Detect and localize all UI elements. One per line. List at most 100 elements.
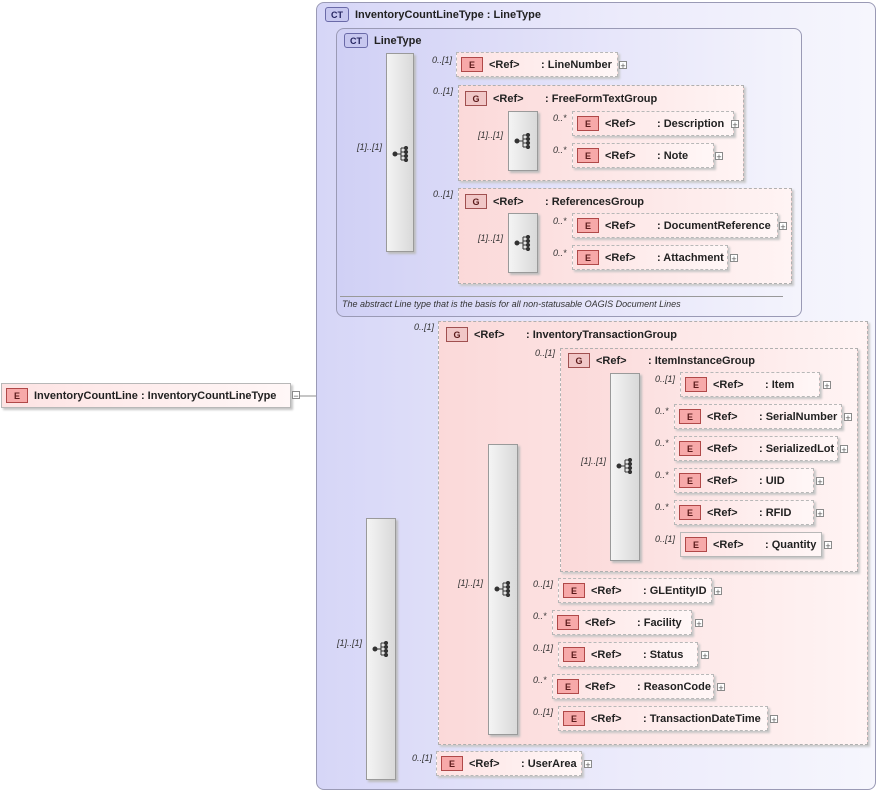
- element-status[interactable]: E <Ref> : Status: [558, 642, 698, 667]
- ref-label: <Ref>: [585, 616, 616, 629]
- element-name: : Description: [657, 117, 725, 130]
- item-cardinality: 0..[1]: [655, 374, 676, 384]
- element-badge: E: [557, 679, 579, 694]
- iteminstance-cardinality: 0..[1]: [535, 348, 556, 358]
- ref-label: <Ref>: [591, 648, 622, 661]
- ref-label: <Ref>: [713, 538, 744, 551]
- element-badge: E: [679, 441, 701, 456]
- group-badge: G: [465, 91, 487, 106]
- complex-type-badge: CT: [344, 33, 368, 48]
- freeform-seq-cardinality: [1]..[1]: [478, 130, 504, 140]
- element-glentityid[interactable]: E <Ref> : GLEntityID: [558, 578, 712, 603]
- element-uid[interactable]: E <Ref> : UID: [674, 468, 814, 493]
- element-name: : Status: [643, 648, 684, 661]
- freeform-cardinality: 0..[1]: [433, 86, 454, 96]
- element-name: : UserArea: [521, 757, 577, 770]
- element-description[interactable]: E <Ref> : Description: [572, 111, 734, 136]
- ref-label: <Ref>: [605, 149, 636, 162]
- element-reasoncode[interactable]: E <Ref> : ReasonCode: [552, 674, 714, 699]
- element-name: : LineNumber: [541, 58, 612, 71]
- element-name: : TransactionDateTime: [643, 712, 761, 725]
- group-name: : ReferencesGroup: [545, 195, 645, 208]
- element-name: : Note: [657, 149, 689, 162]
- transactiondatetime-cardinality: 0..[1]: [533, 707, 554, 717]
- expand-plus-icon[interactable]: +: [844, 413, 852, 423]
- collapse-minus-icon[interactable]: −: [292, 391, 300, 401]
- element-rfid[interactable]: E <Ref> : RFID: [674, 500, 814, 525]
- group-badge: G: [446, 327, 468, 342]
- element-transactiondatetime[interactable]: E <Ref> : TransactionDateTime: [558, 706, 768, 731]
- element-name: : Attachment: [657, 251, 724, 264]
- iteminstance-group-title[interactable]: G <Ref> : ItemInstanceGroup: [564, 353, 755, 368]
- linetype-annotation: The abstract Line type that is the basis…: [342, 299, 681, 309]
- element-item[interactable]: E <Ref> : Item: [680, 372, 820, 397]
- serializedlot-cardinality: 0..*: [655, 438, 669, 448]
- root-element-inventorycountline[interactable]: E InventoryCountLine : InventoryCountLin…: [1, 383, 291, 408]
- main-seq-cardinality: [1]..[1]: [337, 638, 363, 648]
- element-name: : Item: [765, 378, 795, 391]
- description-cardinality: 0..*: [553, 113, 567, 123]
- expand-plus-icon[interactable]: +: [701, 651, 709, 661]
- references-group-title[interactable]: G <Ref> : ReferencesGroup: [461, 194, 644, 209]
- invtxn-cardinality: 0..[1]: [414, 322, 435, 332]
- element-serialnumber[interactable]: E <Ref> : SerialNumber: [674, 404, 842, 429]
- sequence-compositor-icon: [514, 132, 532, 152]
- documentreference-cardinality: 0..*: [553, 216, 567, 226]
- group-name: : FreeFormTextGroup: [545, 92, 658, 105]
- expand-plus-icon[interactable]: +: [816, 477, 824, 487]
- expand-plus-icon[interactable]: +: [731, 120, 739, 130]
- ref-label: <Ref>: [474, 328, 505, 341]
- linetype-title: CT LineType: [340, 33, 421, 48]
- sequence-compositor-icon: [514, 234, 532, 254]
- element-documentreference[interactable]: E <Ref> : DocumentReference: [572, 213, 778, 238]
- element-userarea[interactable]: E <Ref> : UserArea: [436, 751, 582, 776]
- expand-plus-icon[interactable]: +: [730, 254, 738, 264]
- element-facility[interactable]: E <Ref> : Facility: [552, 610, 692, 635]
- element-attachment[interactable]: E <Ref> : Attachment: [572, 245, 728, 270]
- sequence-compositor-icon: [372, 640, 390, 660]
- ref-label: <Ref>: [585, 680, 616, 693]
- element-note[interactable]: E <Ref> : Note: [572, 143, 714, 168]
- expand-plus-icon[interactable]: +: [714, 587, 722, 597]
- invtxn-group-title[interactable]: G <Ref> : InventoryTransactionGroup: [442, 327, 677, 342]
- ref-label: <Ref>: [493, 195, 524, 208]
- expand-plus-icon[interactable]: +: [717, 683, 725, 693]
- element-serializedlot[interactable]: E <Ref> : SerializedLot: [674, 436, 838, 461]
- ref-label: <Ref>: [591, 584, 622, 597]
- expand-plus-icon[interactable]: +: [840, 445, 848, 455]
- group-name: : InventoryTransactionGroup: [526, 328, 677, 341]
- ref-label: <Ref>: [605, 251, 636, 264]
- element-badge: E: [685, 537, 707, 552]
- expand-plus-icon[interactable]: +: [824, 541, 832, 551]
- references-seq-cardinality: [1]..[1]: [478, 233, 504, 243]
- expand-plus-icon[interactable]: +: [770, 715, 778, 725]
- ref-label: <Ref>: [469, 757, 500, 770]
- ref-label: <Ref>: [605, 117, 636, 130]
- complex-type-badge: CT: [325, 7, 349, 22]
- quantity-cardinality: 0..[1]: [655, 534, 676, 544]
- references-cardinality: 0..[1]: [433, 189, 454, 199]
- element-badge: E: [557, 615, 579, 630]
- freeform-group-title[interactable]: G <Ref> : FreeFormTextGroup: [461, 91, 657, 106]
- glentityid-cardinality: 0..[1]: [533, 579, 554, 589]
- element-name: : RFID: [759, 506, 792, 519]
- expand-plus-icon[interactable]: +: [779, 222, 787, 232]
- note-cardinality: 0..*: [553, 145, 567, 155]
- ref-label: <Ref>: [493, 92, 524, 105]
- expand-plus-icon[interactable]: +: [619, 61, 627, 71]
- expand-plus-icon[interactable]: +: [823, 381, 831, 391]
- root-element-label: InventoryCountLine : InventoryCountLineT…: [34, 389, 277, 402]
- sequence-compositor-icon: [392, 145, 410, 165]
- element-badge: E: [577, 218, 599, 233]
- ref-label: <Ref>: [707, 442, 738, 455]
- element-name: : UID: [759, 474, 785, 487]
- complex-type-label: InventoryCountLineType : LineType: [355, 8, 541, 21]
- element-badge: E: [685, 377, 707, 392]
- expand-plus-icon[interactable]: +: [715, 152, 723, 162]
- element-badge: E: [461, 57, 483, 72]
- element-linenumber[interactable]: E <Ref> : LineNumber: [456, 52, 618, 77]
- expand-plus-icon[interactable]: +: [584, 760, 592, 770]
- expand-plus-icon[interactable]: +: [695, 619, 703, 629]
- expand-plus-icon[interactable]: +: [816, 509, 824, 519]
- element-quantity[interactable]: E <Ref> : Quantity: [680, 532, 822, 557]
